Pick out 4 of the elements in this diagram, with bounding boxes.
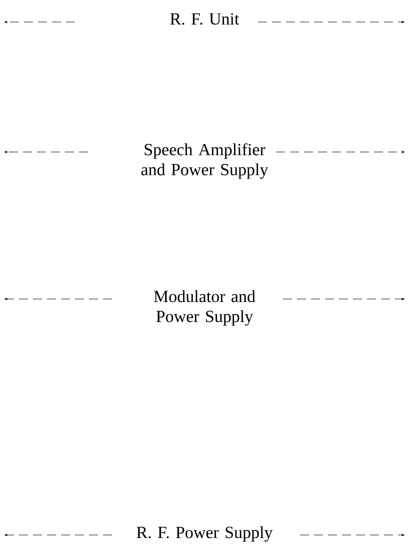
- panel-label: R. F. Power Supply: [136, 526, 273, 542]
- panel-label: Speech Amplifier and Power Supply: [141, 143, 268, 179]
- panel-label: R. F. Unit: [170, 13, 240, 25]
- panel-label: Modulator and Power Supply: [154, 290, 256, 326]
